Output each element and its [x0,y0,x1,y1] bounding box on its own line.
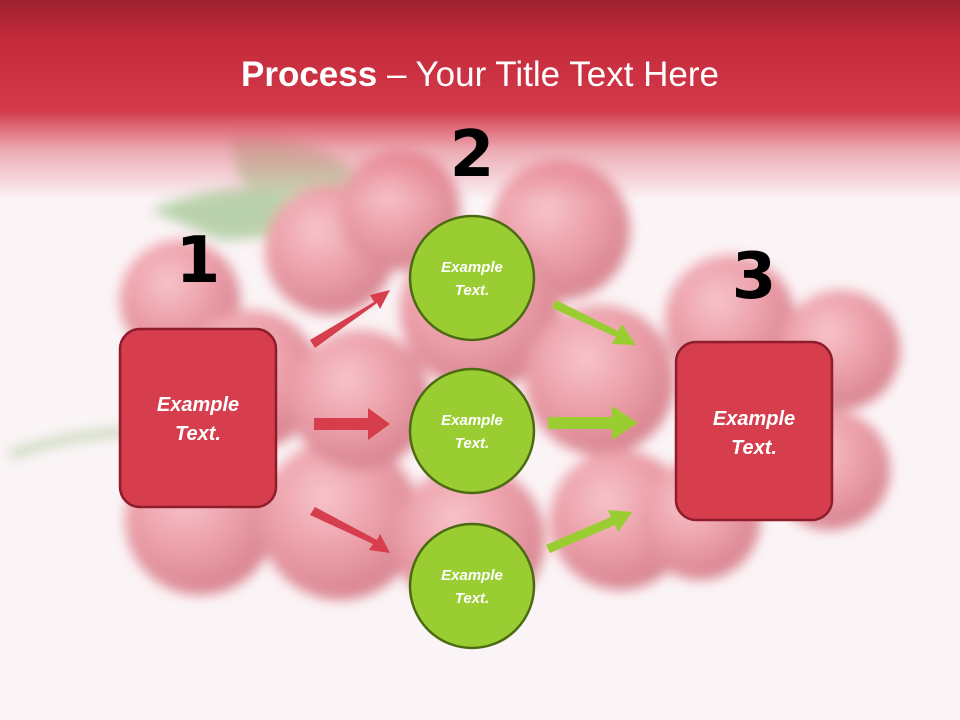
circle-node-2: Example Text. [408,367,536,495]
green-arrow-middle [548,406,638,440]
step-box-1-line1: Example [157,394,239,416]
circle-node-1-line1: Example [441,259,503,276]
title-bold: Process [241,55,378,94]
circle-node-3-line2: Text. [455,590,489,607]
green-arrow-up [546,510,632,553]
red-arrows [310,290,390,553]
step-box-3-line2: Text. [731,437,777,459]
circle-node-1: Example Text. [408,214,536,342]
circle-node-1-line2: Text. [455,282,489,299]
circle-node-2-line1: Example [441,412,503,429]
green-arrows [546,300,638,553]
step-box-3-line1: Example [713,408,795,430]
circle-node-2-line2: Text. [455,435,489,452]
slide-title: Process – Your Title Text Here [0,52,960,98]
step-number-2: 2 [450,118,495,192]
circle-node-3-line1: Example [441,567,503,584]
step-number-3: 3 [732,240,777,314]
red-arrow-middle [314,408,390,440]
red-arrow-up [310,290,390,348]
step-box-1-line2: Text. [175,423,221,445]
step-number-1: 1 [176,224,221,298]
title-rest: – Your Title Text Here [377,55,719,94]
title-band [0,0,960,200]
red-arrow-down [310,507,390,553]
step-box-3: Example Text. [674,340,834,522]
green-arrow-down [552,300,636,345]
step-box-1: Example Text. [118,327,278,509]
circle-node-3: Example Text. [408,522,536,650]
